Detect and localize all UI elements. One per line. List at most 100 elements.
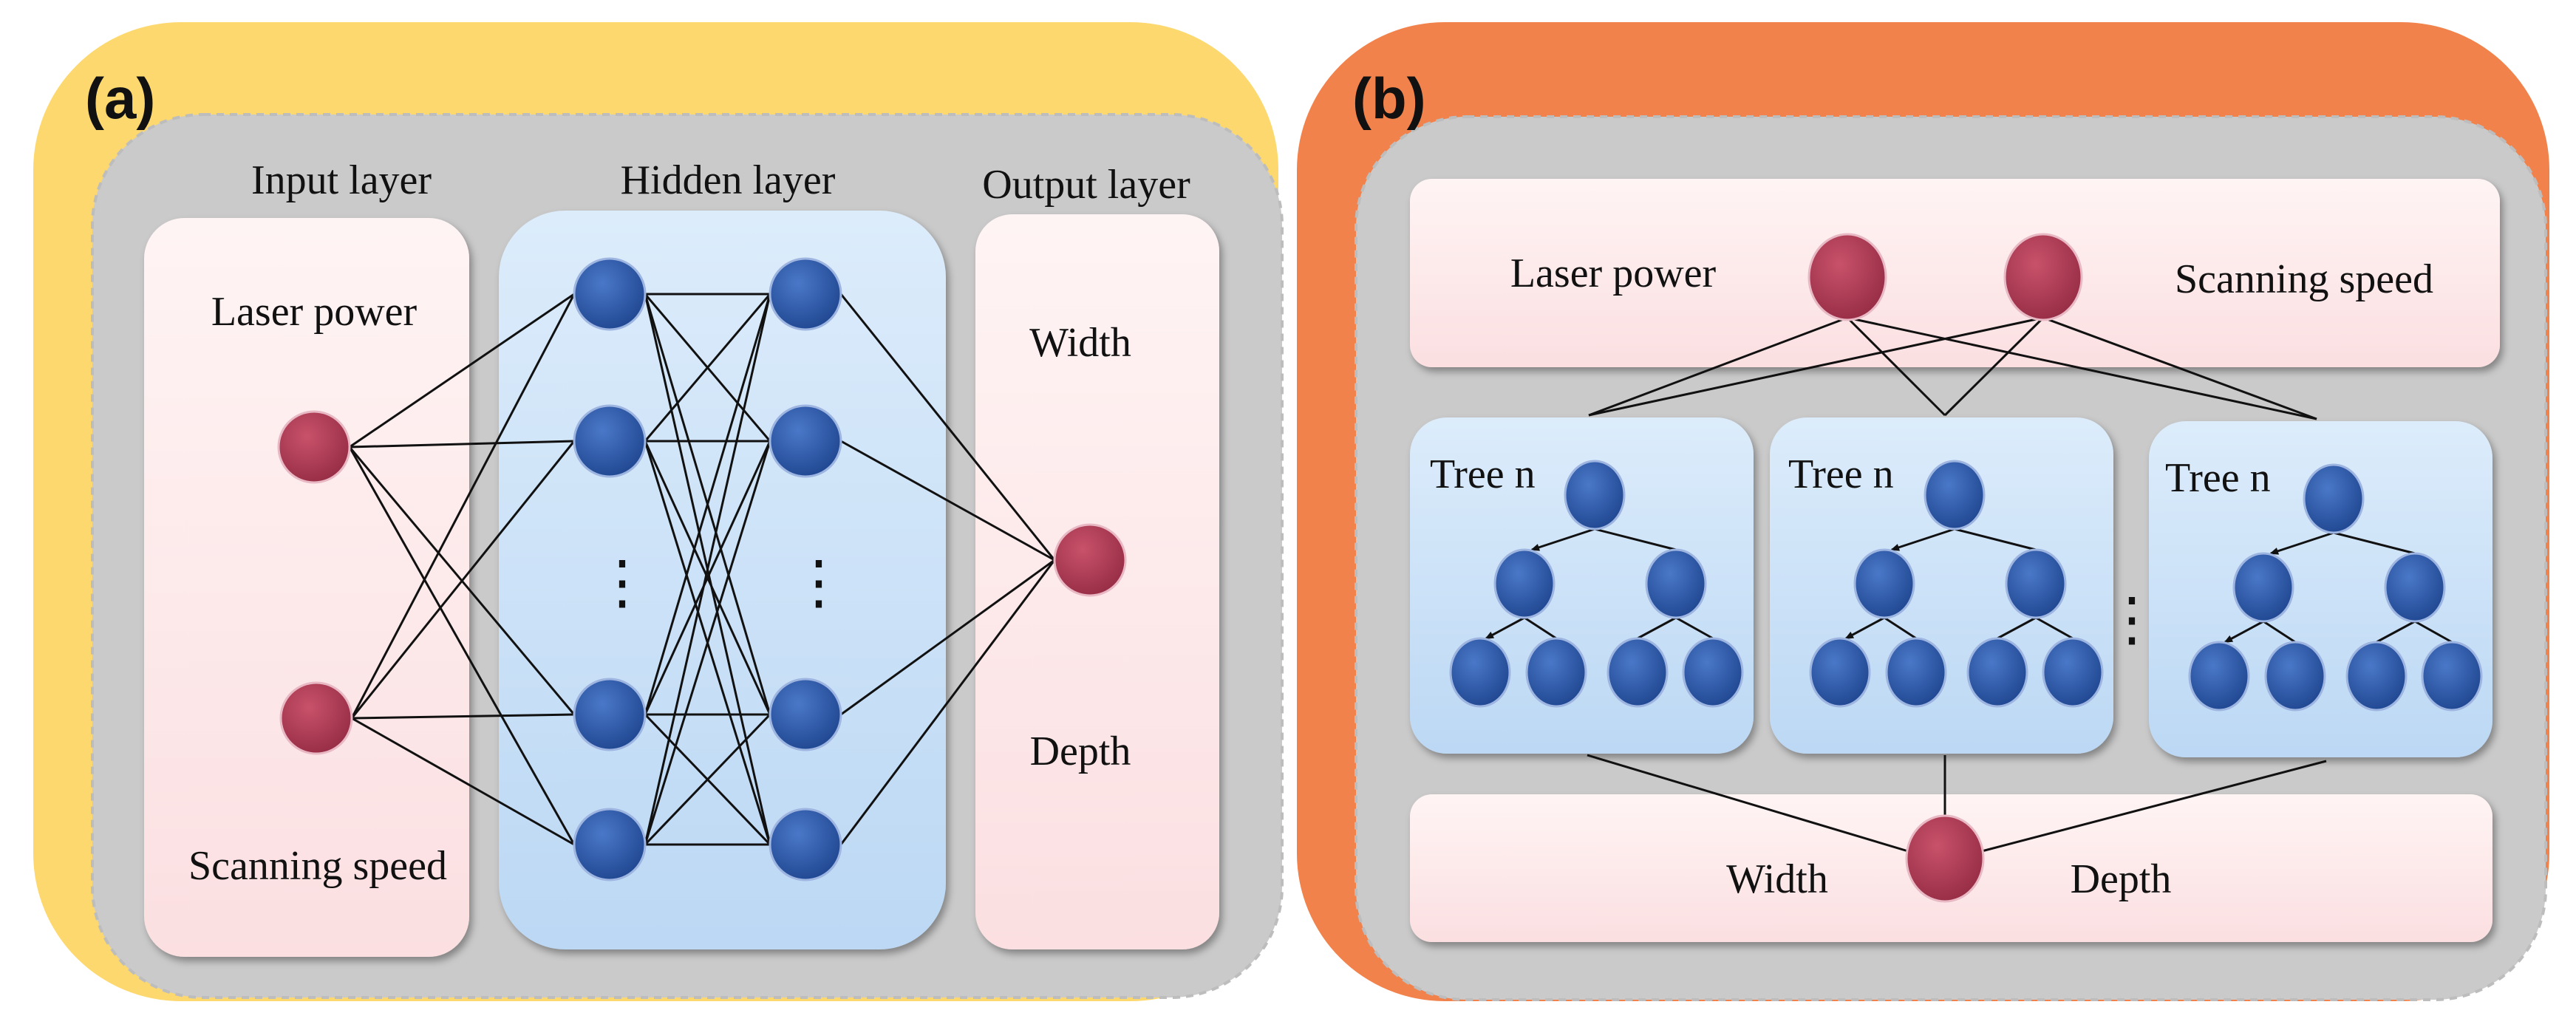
forest-input-edge (1588, 316, 2044, 417)
input-laser-power-label: Laser power (211, 289, 418, 335)
tree-branch (2224, 620, 2264, 644)
output-width-label: Width (1029, 320, 1131, 366)
panel-a-nodes (277, 257, 1127, 881)
input-scanning-speed-label: Scanning speed (188, 843, 447, 889)
nn-edge-hidden-output (840, 559, 1055, 716)
forest-output-edge (1981, 760, 2327, 853)
b-input-scanning-speed-label: Scanning speed (2175, 256, 2433, 302)
b-input-box (1410, 179, 2500, 367)
forest-input-edge (2042, 316, 2317, 420)
tree-2-node-1 (1924, 460, 1986, 531)
hidden-layer-title: Hidden layer (621, 157, 836, 203)
hidden-ellipsis-right: ⋮ (789, 550, 848, 615)
panel-b: (b) Laser power Scanning speed Tree n Tr… (1297, 22, 2549, 1001)
tree-branch (2269, 531, 2334, 555)
tree-branch (1594, 528, 1677, 551)
panel-a-connections (348, 293, 1056, 846)
forest-input-node-scanning-speed (2003, 233, 2083, 321)
tree-3-node-4 (2188, 641, 2250, 712)
tree-3-node-2 (2232, 552, 2294, 623)
hidden2-node-2 (769, 404, 842, 478)
nn-edge-hidden-output (839, 559, 1056, 845)
tree-branch (2263, 620, 2296, 644)
hidden-layer-box (499, 211, 946, 949)
tree-branch (2035, 616, 2074, 640)
tree-branch (2414, 620, 2453, 644)
hidden2-node-1 (769, 257, 842, 331)
tree-1-node-1 (1564, 460, 1626, 531)
nn-edge-hidden-hidden (644, 293, 771, 442)
nn-edge-input-hidden (348, 446, 576, 845)
tree-branch (2333, 531, 2416, 555)
panel-b-label: (b) (1352, 66, 1426, 131)
nn-edge-hidden-output (840, 440, 1055, 562)
tree-1-node-2 (1493, 548, 1556, 619)
tree-branch (1884, 616, 1917, 640)
input-layer-box (144, 218, 469, 957)
tree-branch (1637, 616, 1677, 640)
forest-input-edge (1846, 316, 1946, 417)
tree-branch (1524, 616, 1557, 640)
tree-1-node-3 (1645, 548, 1707, 619)
nn-edge-hidden-hidden (644, 440, 771, 845)
tree-3-node-6 (2345, 641, 2408, 712)
tree-branch (1844, 616, 1885, 640)
panel-b-connections (1485, 316, 2453, 853)
forest-input-edge (1847, 316, 2317, 420)
nn-edge-hidden-hidden (644, 713, 771, 846)
input-node-1 (277, 410, 351, 484)
tree-3-node-7 (2421, 641, 2483, 712)
tree-2-node-5 (1885, 637, 1947, 708)
tree-2-label: Tree n (1788, 451, 1894, 497)
nn-edge-input-hidden (351, 713, 575, 720)
tree-2-node-2 (1853, 548, 1915, 619)
tree-branch (1530, 528, 1595, 551)
output-depth-label: Depth (1030, 729, 1131, 774)
tree-2-node-4 (1809, 637, 1871, 708)
tree-branch (1675, 616, 1714, 640)
hidden1-node-1 (573, 257, 647, 331)
nn-edge-input-hidden (350, 440, 576, 719)
tree-branch (1485, 616, 1525, 640)
tree-1-label: Tree n (1430, 451, 1536, 497)
tree-3-label: Tree n (2165, 455, 2271, 501)
tree-1-node-4 (1449, 637, 1511, 708)
nn-edge-hidden-output (839, 293, 1056, 561)
forest-input-node-laser-power (1807, 233, 1887, 321)
trees-ellipsis: ⋮ (2102, 587, 2161, 652)
nn-edge-input-hidden (349, 293, 575, 449)
forest-input-edge (1588, 316, 1848, 417)
hidden2-node-3 (769, 678, 842, 751)
tree-1-node-7 (1682, 637, 1744, 708)
tree-branch (2376, 620, 2416, 644)
nn-edge-input-hidden (350, 293, 576, 719)
hidden1-node-4 (573, 808, 647, 881)
forest-output-edge (1587, 754, 1909, 853)
forest-output-node (1905, 814, 1985, 903)
hidden2-node-4 (769, 808, 842, 881)
output-node-1 (1053, 523, 1127, 597)
nn-edge-input-hidden (351, 717, 575, 846)
tree-2-node-3 (2005, 548, 2067, 619)
forest-input-edge (1943, 316, 2045, 417)
input-layer-title: Input layer (251, 157, 432, 203)
panel-a-label: (a) (85, 66, 155, 131)
nn-edge-hidden-hidden (644, 293, 771, 715)
panel-b-nodes (1449, 233, 2483, 903)
tree-branch (1997, 616, 2037, 640)
tree-2-node-7 (2042, 637, 2104, 708)
input-node-2 (279, 681, 353, 755)
tree-3-node-1 (2303, 463, 2365, 534)
tree-1-node-6 (1606, 637, 1669, 708)
nn-edge-hidden-hidden (644, 293, 771, 845)
hidden-ellipsis-left: ⋮ (593, 550, 652, 615)
nn-edge-hidden-hidden (644, 440, 771, 715)
b-output-width-label: Width (1726, 856, 1828, 902)
output-layer-title: Output layer (982, 162, 1190, 208)
tree-3-node-5 (2264, 641, 2326, 712)
tree-branch (1954, 528, 2037, 551)
tree-3-node-3 (2384, 552, 2446, 623)
panel-a: (a) Input layer Laser power Scanning spe… (33, 22, 1284, 1001)
